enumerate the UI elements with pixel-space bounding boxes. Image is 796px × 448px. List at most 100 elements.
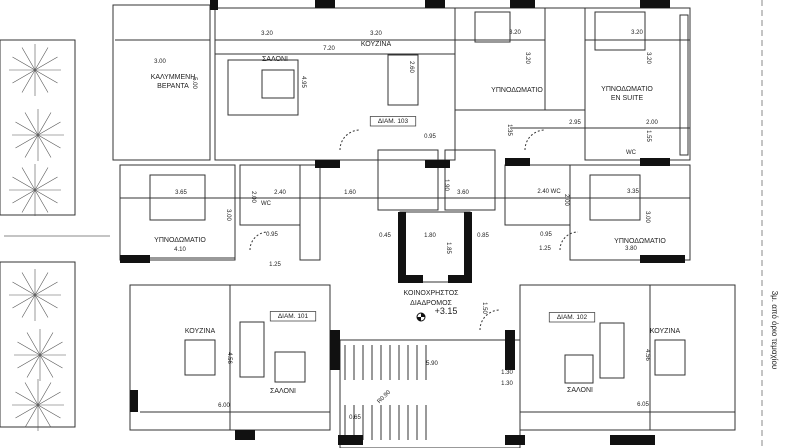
tree-icon: [37, 121, 61, 136]
tree-icon: [39, 341, 63, 356]
tree-icon: [15, 121, 39, 136]
dimension-label: 3.00: [225, 209, 231, 221]
tree-icon: [34, 294, 49, 318]
room-label: WC: [261, 201, 272, 207]
tree-icon: [39, 332, 54, 356]
tree-icon: [34, 69, 58, 84]
dimension-label: 1.85: [445, 242, 451, 254]
furniture: [474, 11, 511, 43]
dimension-label: 1.30: [501, 381, 513, 387]
tree-icon: [24, 382, 39, 406]
tree-icon: [12, 69, 36, 84]
door-swing: [559, 231, 579, 251]
room-label: ΣΑΛΟΝΙ: [270, 388, 296, 395]
apartment-label-box: [269, 311, 317, 322]
room-label: ΥΠΝΟΔΩΜΑΤΙΟ: [601, 86, 653, 93]
tree-icon: [34, 281, 58, 296]
tree-icon: [15, 391, 39, 406]
dimension-label: 1.55: [645, 130, 651, 142]
room-outline: [0, 261, 76, 428]
room-outline: [112, 4, 211, 161]
room-outline: [679, 14, 689, 156]
wall: [510, 0, 535, 8]
room-label: ΥΠΝΟΔΩΜΑΤΙΟ: [614, 238, 666, 245]
tree-icon: [34, 176, 58, 191]
wall: [398, 212, 406, 282]
furniture: [599, 322, 625, 379]
room-label: ΔΙΑΔΡΟΜΟΣ: [410, 300, 452, 307]
tree-icon: [37, 404, 61, 419]
dimension-label: 0.85: [477, 233, 489, 239]
dimension-label: 1.90: [443, 179, 449, 191]
dimension-label: 2.00: [250, 191, 256, 203]
room-label: EN SUITE: [611, 95, 644, 102]
tree-icon: [39, 354, 63, 369]
tree-icon: [37, 391, 61, 406]
room-label: ΚΑΛΥΜΜΕΝΗ: [151, 74, 196, 81]
room-outline: [584, 7, 691, 161]
landscape-trees: [9, 44, 66, 431]
dimension-label: 2.95: [569, 120, 581, 126]
tree-icon: [39, 354, 54, 378]
dimension-label: 5.00: [191, 77, 197, 89]
wall: [398, 275, 423, 283]
apartment-label: ΔΙΑΜ. 103: [378, 118, 409, 125]
room-outline: [299, 164, 321, 261]
dimension-label: 1.80: [424, 233, 436, 239]
wall: [505, 158, 530, 166]
tree-icon: [26, 332, 41, 356]
tree-icon: [24, 112, 39, 136]
dimension-label: 2.40: [274, 190, 286, 196]
dimension-label: 4.56: [644, 349, 650, 361]
tree-icon: [12, 56, 36, 71]
dimension-label: 3.80: [625, 246, 637, 252]
furniture: [564, 354, 594, 384]
tree-icon: [12, 281, 36, 296]
room-label: +3.15: [435, 306, 458, 316]
room-label: ΚΟΙΝΟΧΡΗΣΤΟΣ: [404, 290, 460, 297]
wall: [505, 330, 515, 370]
dimension-label: 2.00: [646, 120, 658, 126]
door-swing: [339, 129, 361, 151]
dimension-label: 3.00: [154, 59, 166, 65]
room-label: ΚΟΥΖΙΝΑ: [361, 41, 392, 48]
dimension-label: 3.20: [370, 31, 382, 37]
tree-icon: [37, 404, 52, 428]
room-outline: [504, 164, 571, 226]
wall: [338, 435, 363, 445]
room-label: ΚΟΥΖΙΝΑ: [185, 328, 216, 335]
dimension-label: 0.65: [349, 415, 361, 421]
tree-icon: [15, 404, 39, 419]
room-outline: [544, 7, 586, 111]
room-label: ΚΟΥΖΙΝΑ: [650, 328, 681, 335]
structural-walls: [120, 0, 685, 445]
apartment-label: ΔΙΑΜ. 101: [278, 313, 309, 320]
tree-icon: [26, 354, 41, 378]
tree-icon: [34, 56, 58, 71]
room-outline: [444, 149, 496, 211]
dimension-label: 3.65: [175, 190, 187, 196]
dimension-label: 6.00: [218, 403, 230, 409]
tree-icon: [34, 167, 49, 191]
dimension-label: 1.60: [344, 190, 356, 196]
tree-icon: [21, 294, 36, 318]
tree-icon: [12, 176, 36, 191]
dimension-label: 2.00: [563, 194, 569, 206]
dimension-label: 0.95: [266, 232, 278, 238]
tree-icon: [34, 69, 49, 93]
dimension-label: 1.30: [501, 370, 513, 376]
door-swing: [249, 231, 269, 251]
dimension-label: 5.90: [426, 361, 438, 367]
dimension-label: 0.95: [424, 134, 436, 140]
tree-icon: [37, 382, 52, 406]
dimension-label: 1.35: [506, 124, 512, 136]
apartment-label: ΔΙΑΜ. 102: [557, 314, 588, 321]
room-label: WC: [626, 150, 637, 156]
wall: [425, 0, 445, 8]
tree-icon: [21, 189, 36, 213]
tree-icon: [17, 341, 41, 356]
room-outline: [119, 164, 236, 261]
wall: [315, 160, 340, 168]
room-outline: [649, 284, 736, 431]
tree-icon: [34, 294, 58, 309]
